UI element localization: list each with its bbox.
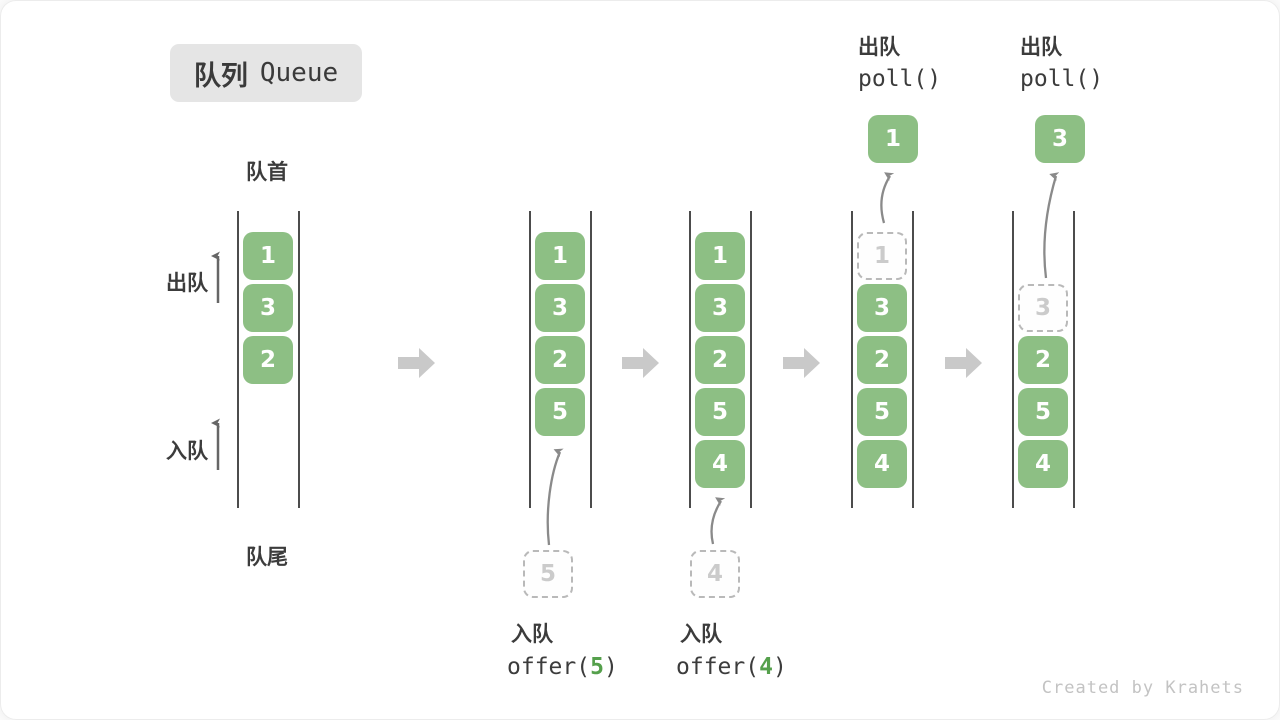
- enqueue-direction-label: 入队: [166, 439, 208, 463]
- queue-element: 5: [535, 388, 585, 436]
- pending-element: 5: [523, 550, 573, 598]
- dequeued-element: 1: [868, 115, 918, 163]
- queue-element: 1: [695, 232, 745, 280]
- dequeue-op-code: poll(): [858, 66, 942, 92]
- code-fn: offer(: [676, 654, 760, 680]
- code-fn: offer(: [507, 654, 591, 680]
- queue-wall-left: [1012, 211, 1014, 508]
- enqueue-arrow-icon: [710, 497, 726, 545]
- next-step-arrow-icon: [783, 348, 820, 378]
- queue-element: 2: [857, 336, 907, 384]
- next-step-arrow-icon: [622, 348, 659, 378]
- queue-wall-right: [912, 211, 914, 508]
- code-arg: 4: [759, 654, 773, 680]
- dequeue-arrow-icon: [1043, 172, 1060, 279]
- queue-wall-left: [529, 211, 531, 508]
- queue-element: 5: [857, 388, 907, 436]
- dequeue-op-label: 出队: [1020, 35, 1062, 59]
- queue-element: 2: [243, 336, 293, 384]
- dequeue-arrow-icon: [880, 172, 895, 224]
- watermark: Created by Krahets: [1041, 678, 1244, 698]
- queue-element: 3: [243, 284, 293, 332]
- queue-element: 4: [695, 440, 745, 488]
- pending-element: 4: [690, 550, 740, 598]
- queue-wall-left: [237, 211, 239, 508]
- enqueue-op-label: 入队: [511, 622, 553, 646]
- queue-wall-left: [851, 211, 853, 508]
- queue-element: 1: [243, 232, 293, 280]
- dequeue-direction-label: 出队: [166, 271, 208, 295]
- enqueue-op-code: offer(5): [507, 654, 618, 680]
- queue-element: 3: [695, 284, 745, 332]
- queue-wall-right: [750, 211, 752, 508]
- queue-element: 2: [1018, 336, 1068, 384]
- code-close: ): [603, 654, 618, 680]
- dequeue-op-label: 出队: [858, 35, 900, 59]
- ghost-element: 3: [1018, 284, 1068, 332]
- enqueue-arrow-icon: [546, 448, 564, 546]
- code-arg: 5: [590, 654, 604, 680]
- queue-wall-left: [689, 211, 691, 508]
- queue-wall-right: [298, 211, 300, 508]
- next-step-arrow-icon: [945, 348, 982, 378]
- enqueue-op-code: offer(4): [676, 654, 787, 680]
- queue-element: 5: [695, 388, 745, 436]
- dequeue-op-code: poll(): [1020, 66, 1104, 92]
- queue-element: 1: [535, 232, 585, 280]
- title-zh: 队列: [193, 60, 248, 92]
- dequeued-element: 3: [1035, 115, 1085, 163]
- queue-rear-label: 队尾: [246, 545, 288, 569]
- queue-element: 3: [857, 284, 907, 332]
- queue-element: 4: [1018, 440, 1068, 488]
- queue-element: 4: [857, 440, 907, 488]
- ghost-element: 1: [857, 232, 907, 280]
- code-close: ): [772, 654, 787, 680]
- queue-wall-right: [590, 211, 592, 508]
- queue-element: 2: [535, 336, 585, 384]
- queue-front-label: 队首: [246, 160, 288, 184]
- queue-element: 3: [535, 284, 585, 332]
- queue-wall-right: [1073, 211, 1075, 508]
- title-badge: 队列 Queue: [170, 44, 362, 102]
- queue-element: 5: [1018, 388, 1068, 436]
- next-step-arrow-icon: [398, 348, 435, 378]
- enqueue-op-label: 入队: [680, 622, 722, 646]
- title-en: Queue: [259, 58, 339, 88]
- queue-element: 2: [695, 336, 745, 384]
